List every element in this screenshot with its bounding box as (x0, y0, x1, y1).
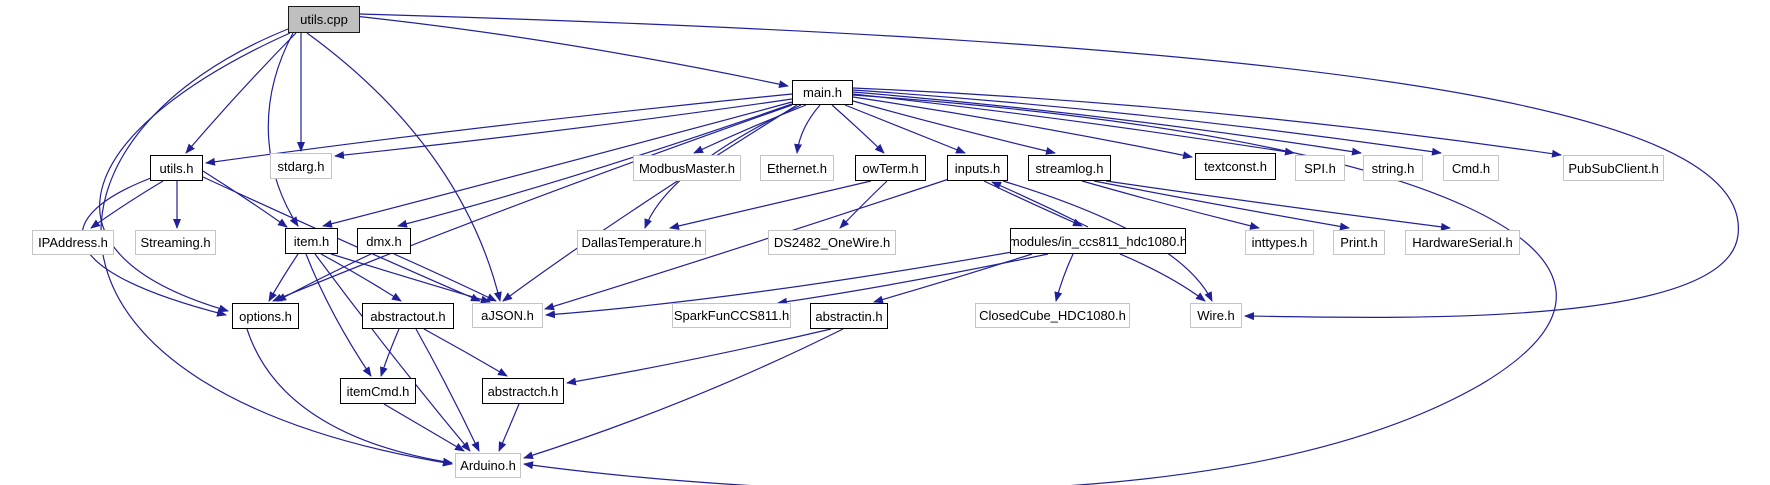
node-inttypes-h: inttypes.h (1245, 230, 1314, 255)
edge-abstractout-h-to-abstractch-h (423, 328, 508, 377)
edge-modules-in-ccs811-hdc1080-h-to-sparkfunccs811-h (777, 253, 1049, 306)
edge-streamlog-h-to-print-h (1093, 180, 1350, 231)
edge-item-h-to-itemcmd-h (305, 253, 372, 377)
edge-utils-h-to-ajson-h (202, 176, 481, 302)
edge-abstractin-h-to-arduino-h (523, 328, 844, 460)
node-arduino-h: Arduino.h (455, 453, 521, 478)
edge-utils-cpp-to-ajson-h (306, 32, 502, 302)
edge-owterm-h-to-ds2482-onewire-h (839, 180, 888, 229)
edge-utils-h-to-ipaddress-h (90, 180, 164, 229)
node-abstractch-h[interactable]: abstractch.h (482, 378, 564, 404)
node-wire-h: Wire.h (1190, 303, 1242, 328)
edge-main-h-to-cmd-h (852, 89, 1442, 156)
node-stdarg-h: stdarg.h (270, 153, 332, 179)
edge-abstractch-h-to-arduino-h (498, 403, 520, 452)
edge-main-h-to-item-h (322, 101, 793, 228)
edge-main-h-to-streamlog-h (852, 100, 1056, 155)
node-abstractin-h[interactable]: abstractin.h (810, 303, 888, 329)
node-options-h[interactable]: options.h (232, 303, 299, 329)
edge-main-h-to-owterm-h (831, 104, 885, 154)
node-modbusmaster-h: ModbusMaster.h (633, 155, 741, 181)
edge-item-h-to-options-h (268, 253, 299, 302)
edge-inputs-h-to-ajson-h (544, 178, 950, 311)
edge-abstractin-h-to-abstractch-h (566, 328, 832, 386)
edge-streamlog-h-to-hardwareserial-h (1105, 180, 1451, 231)
node-dmx-h[interactable]: dmx.h (357, 228, 411, 254)
node-hardwareserial-h: HardwareSerial.h (1405, 230, 1520, 255)
node-ethernet-h: Ethernet.h (760, 155, 834, 181)
node-owterm-h[interactable]: owTerm.h (855, 155, 926, 181)
edge-inputs-h-to-modules-in-ccs811-hdc1080-h (983, 180, 1083, 227)
node-ipaddress-h: IPAddress.h (32, 230, 114, 255)
edge-main-h-to-pubsubclient-h (852, 87, 1562, 158)
edge-main-h-to-string-h (852, 91, 1362, 156)
edge-modules-in-ccs811-hdc1080-h-to-closedcube-hdc1080-h (1054, 253, 1074, 302)
edge-utils-cpp-to-item-h (267, 32, 299, 227)
node-string-h: string.h (1363, 155, 1423, 181)
node-textconst-h[interactable]: textconst.h (1195, 153, 1276, 180)
node-utils-cpp: utils.cpp (288, 6, 360, 33)
edge-main-h-to-textconst-h (852, 96, 1193, 160)
edge-main-h-to-inputs-h (844, 104, 966, 154)
node-closedcube-hdc1080-h: ClosedCube_HDC1080.h (975, 303, 1130, 328)
edge-modules-in-ccs811-hdc1080-h-to-abstractin-h (873, 253, 1033, 304)
edge-main-h-to-arduino-h (523, 94, 1557, 485)
node-item-h[interactable]: item.h (285, 228, 338, 254)
edge-main-h-to-spi-h (852, 93, 1295, 156)
edge-utils-cpp-to-main-h (353, 15, 789, 89)
edge-item-h-to-arduino-h (314, 253, 471, 452)
edge-item-h-to-ajson-h (330, 253, 491, 304)
node-cmd-h: Cmd.h (1443, 155, 1499, 181)
edge-utils-h-to-item-h (202, 170, 288, 228)
edge-abstractout-h-to-arduino-h (415, 328, 480, 452)
edge-main-h-to-ajson-h (502, 104, 798, 302)
node-dallastemperature-h: DallasTemperature.h (577, 230, 706, 255)
edge-abstractout-h-to-itemcmd-h (380, 328, 400, 377)
edge-main-h-to-dmx-h (397, 103, 793, 228)
edge-dmx-h-to-ajson-h (393, 253, 497, 302)
node-streamlog-h[interactable]: streamlog.h (1028, 155, 1111, 181)
edge-utils-cpp-to-arduino-h (100, 28, 453, 467)
edge-options-h-to-arduino-h (246, 328, 453, 466)
node-sparkfunccs811-h: SparkFunCCS811.h (672, 303, 791, 328)
node-inputs-h[interactable]: inputs.h (947, 155, 1008, 181)
edge-dmx-h-to-options-h (276, 253, 372, 302)
node-abstractout-h[interactable]: abstractout.h (362, 303, 454, 329)
node-main-h[interactable]: main.h (792, 80, 853, 105)
edge-main-h-to-ethernet-h (794, 104, 821, 154)
edge-owterm-h-to-dallastemperature-h (669, 180, 872, 230)
node-modules-in-ccs811-hdc1080-h[interactable]: modules/in_ccs811_hdc1080.h (1010, 228, 1186, 254)
edge-main-h-to-utils-h (205, 93, 793, 166)
node-ajson-h: aJSON.h (472, 303, 543, 328)
node-spi-h: SPI.h (1295, 155, 1345, 181)
edge-modules-in-ccs811-hdc1080-h-to-wire-h (1119, 253, 1206, 302)
edge-itemcmd-h-to-arduino-h (383, 403, 465, 452)
edge-utils-cpp-to-utils-h (185, 32, 297, 154)
edge-main-h-to-stdarg-h (334, 98, 793, 160)
node-ds2482-onewire-h: DS2482_OneWire.h (768, 230, 896, 255)
node-print-h: Print.h (1333, 230, 1385, 255)
edge-modules-in-ccs811-hdc1080-h-to-ajson-h (545, 251, 1013, 319)
edge-main-h-to-modbusmaster-h (693, 104, 807, 154)
edge-streamlog-h-to-inttypes-h (1081, 180, 1260, 230)
node-streaming-h: Streaming.h (135, 230, 216, 255)
edge-item-h-to-abstractout-h (320, 253, 402, 302)
edge-utils-cpp-to-wire-h (359, 13, 1739, 321)
edge-main-h-to-options-h (272, 104, 793, 302)
edge-modules-in-ccs811-hdc1080-h-to-inputs-h (991, 181, 1089, 228)
node-pubsubclient-h: PubSubClient.h (1563, 155, 1664, 181)
node-itemcmd-h[interactable]: itemCmd.h (340, 378, 416, 404)
edge-utils-cpp-to-options-h (99, 32, 291, 313)
node-utils-h[interactable]: utils.h (150, 155, 203, 181)
